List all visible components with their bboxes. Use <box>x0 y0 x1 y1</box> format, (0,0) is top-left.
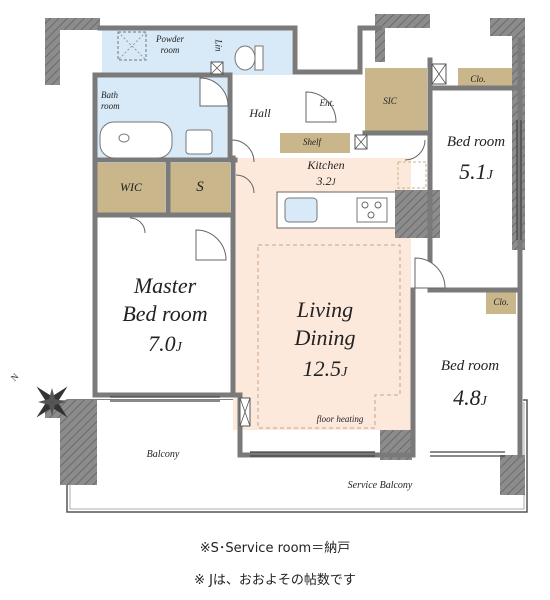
shelf-storage <box>280 133 350 153</box>
closet-right-label: Clo. <box>493 297 509 307</box>
master-bedroom-size: 7.0J <box>148 331 182 356</box>
living-dining-size: 12.5J <box>302 356 348 381</box>
shower <box>117 31 147 61</box>
kitchen-size: 3.2J <box>316 174 336 188</box>
hall-label: Hall <box>249 106 271 120</box>
door-entrance <box>305 91 337 123</box>
bathtub <box>99 121 173 159</box>
kitchen-sink <box>284 197 318 223</box>
service-room <box>170 163 230 213</box>
shelf-label: Shelf <box>303 137 321 147</box>
bedroom-lower-size: 4.8J <box>453 385 487 410</box>
living-dining-label: Living Dining <box>294 297 356 350</box>
closet-right <box>486 292 516 314</box>
service-room-note: ※S･Service room＝納戸 <box>199 541 351 556</box>
closet-top-label: Clo. <box>470 74 486 84</box>
powder-room-label: Powder room <box>156 34 184 55</box>
wic-storage <box>97 163 165 213</box>
balcony-area <box>97 400 237 485</box>
tatami-unit-note: ※ Jは、おおよその帖数です <box>194 573 356 588</box>
linen-label: Lin <box>213 39 224 52</box>
service-room-label: S <box>196 179 204 195</box>
floor-heating-label: floor heating <box>316 414 364 424</box>
balcony-label: Balcony <box>146 449 180 460</box>
compass-icon <box>36 386 68 418</box>
hall-area <box>232 75 297 133</box>
service-balcony-label: Service Balcony <box>347 480 413 491</box>
bedroom-upper-area <box>430 90 522 290</box>
wash-basin <box>185 129 213 155</box>
master-bedroom-label: Master Bed room <box>122 273 208 326</box>
bedroom-upper-size: 5.1J <box>459 159 493 184</box>
service-balcony-area <box>240 458 520 500</box>
stove <box>356 197 388 223</box>
kitchen-label: Kitchen <box>307 158 345 172</box>
sic-label: SIC <box>383 96 397 106</box>
bedroom-lower-label: Bed room <box>440 358 500 374</box>
floor-heating-zone <box>257 244 401 429</box>
toilet <box>234 45 256 71</box>
bedroom-upper-label: Bed room <box>446 134 506 150</box>
door-bath <box>199 77 229 107</box>
door-master <box>195 229 227 261</box>
door-bedroom-lower <box>414 257 446 289</box>
closet-top <box>458 68 518 90</box>
entrance-label: Ent. <box>319 98 335 108</box>
bath-room-label: Bath room <box>101 90 120 111</box>
sic-storage <box>365 68 427 133</box>
wic-label: WIC <box>120 180 142 194</box>
